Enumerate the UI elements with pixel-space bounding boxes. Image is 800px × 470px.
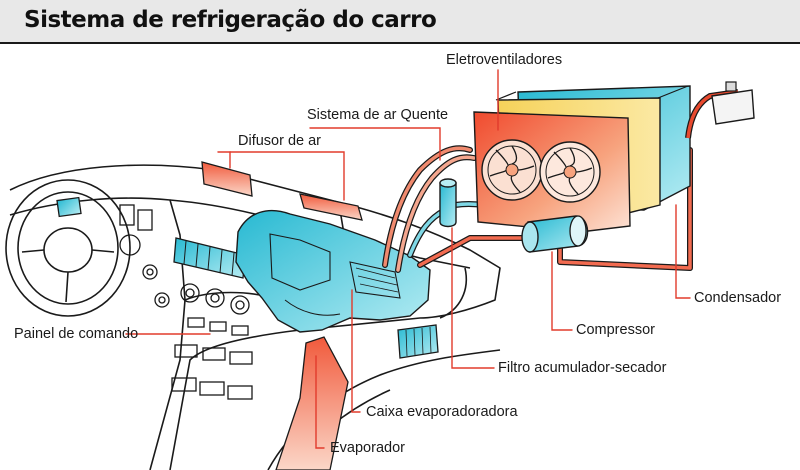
label-difusor-ar: Difusor de ar: [238, 133, 322, 149]
label-eletroventiladores: Eletroventiladores: [446, 52, 563, 68]
steering-wheel: [5, 179, 131, 317]
label-evaporador: Evaporador: [330, 440, 405, 456]
center-console: [119, 204, 253, 400]
driver-air-vent: [56, 196, 82, 218]
car-ac-diagram: [5, 69, 755, 470]
evaporator-heat-element: [275, 336, 349, 470]
leader-caixa: [351, 289, 361, 413]
label-filtro-acumulador-secador: Filtro acumulador-secador: [498, 360, 667, 376]
evaporator-box: [235, 209, 431, 333]
page-title: Sistema de refrigeração do carro: [24, 7, 437, 33]
electric-fans: [481, 139, 601, 203]
air-diffuser-left: [201, 161, 253, 197]
dashboard-vent-left: [173, 237, 246, 279]
leader-difusor-left: [217, 151, 231, 169]
leader-sistema-ar-quente: [309, 127, 441, 161]
leader-difusor-right: [229, 151, 345, 201]
label-condensador: Condensador: [694, 290, 782, 306]
dashboard-outline: [9, 164, 501, 470]
leader-condensador: [675, 204, 691, 299]
leader-filtro: [451, 227, 495, 369]
compressor: [521, 215, 589, 253]
leader-compressor: [551, 251, 573, 331]
filter-accumulator-drier: [439, 178, 457, 228]
leader-lines: [125, 69, 691, 449]
expansion-reservoir: [685, 81, 755, 139]
air-diffuser-right: [299, 193, 363, 221]
label-painel-de-comando: Painel de comando: [14, 326, 139, 342]
label-sistema-ar-quente: Sistema de ar Quente: [307, 107, 449, 123]
title-bar: Sistema de refrigeração do carro: [0, 0, 800, 44]
hot-air-pipes: [382, 145, 477, 273]
label-caixa-evaporadoradora: Caixa evaporadoradora: [366, 404, 518, 420]
label-compressor: Compressor: [576, 322, 655, 338]
leader-evaporador: [315, 355, 325, 449]
passenger-air-vent: [397, 324, 439, 359]
